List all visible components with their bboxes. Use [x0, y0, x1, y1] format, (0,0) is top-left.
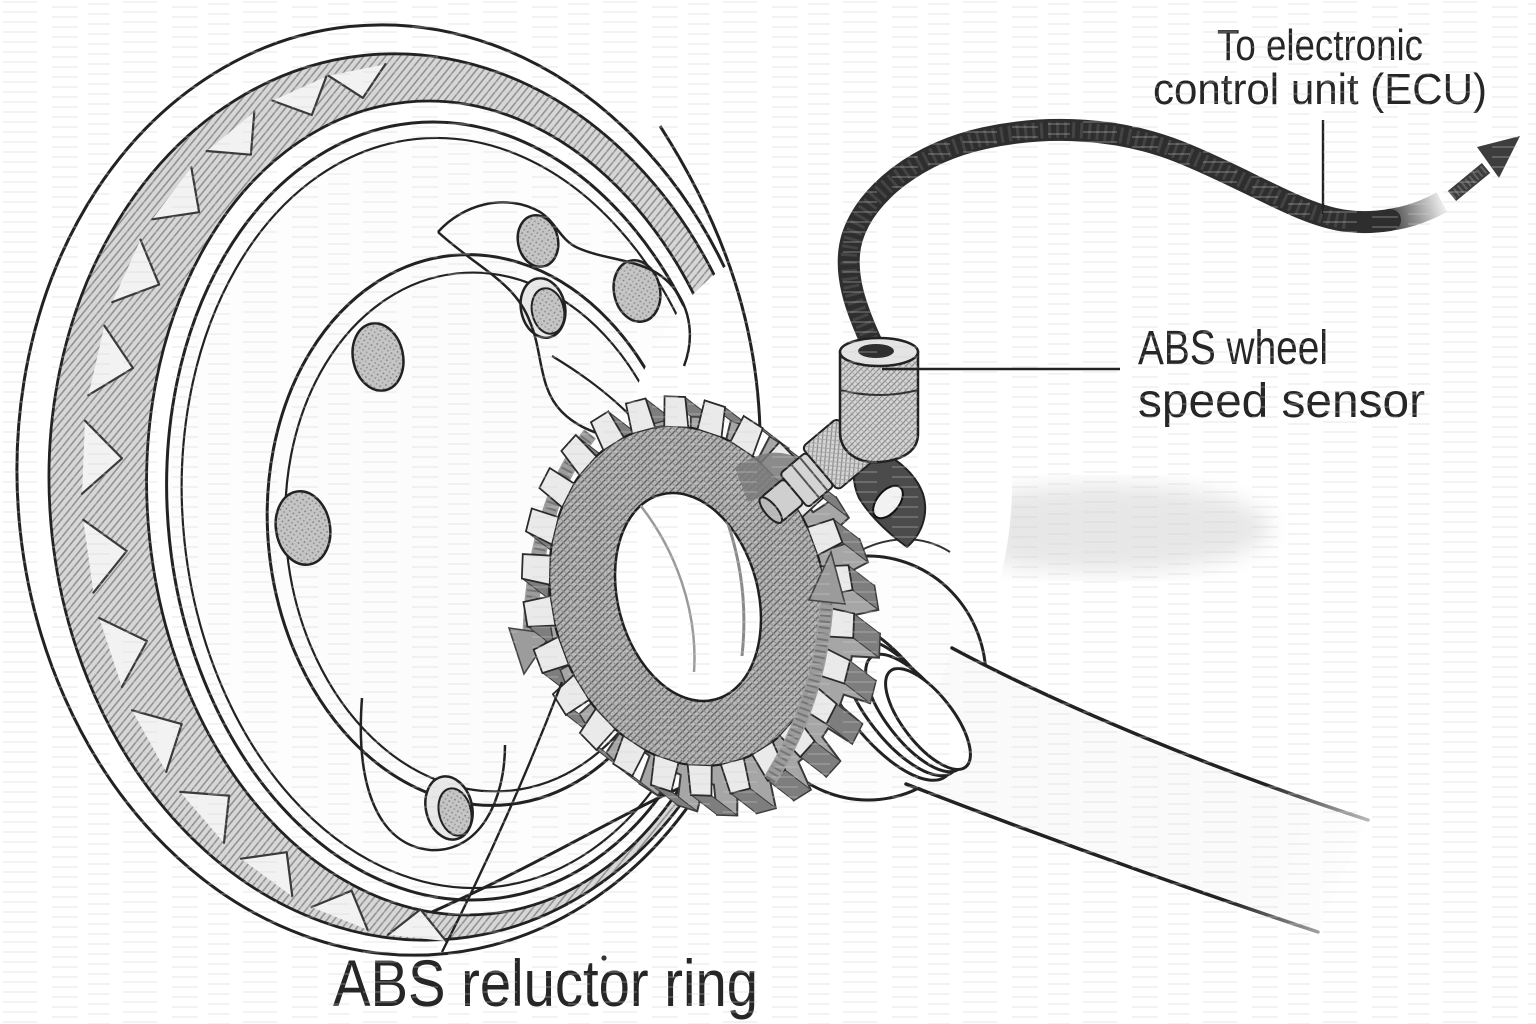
- paper-texture: [0, 0, 1536, 1024]
- diagram-canvas: To electronic control unit (ECU) ABS whe…: [0, 0, 1536, 1024]
- abs-sensor-diagram: To electronic control unit (ECU) ABS whe…: [0, 0, 1536, 1024]
